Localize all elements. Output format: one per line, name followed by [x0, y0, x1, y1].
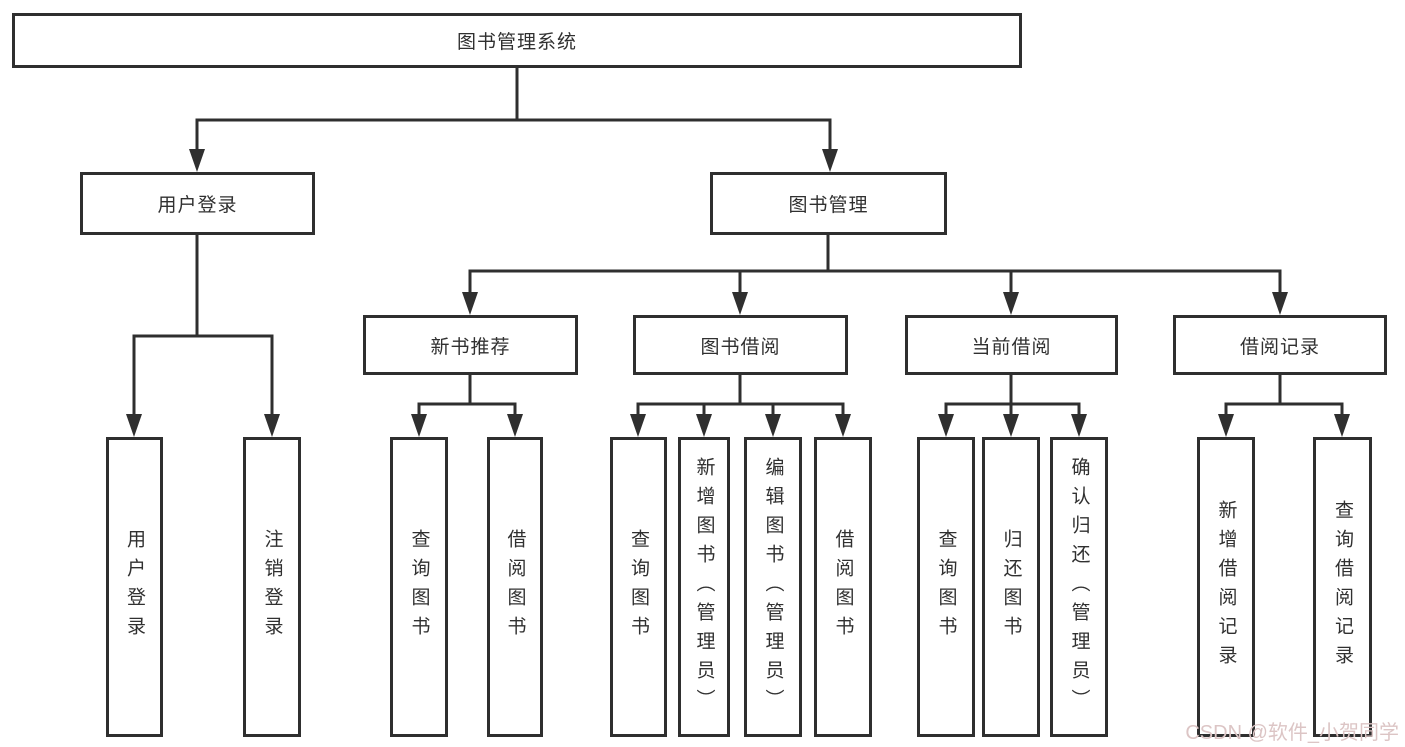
leaf-query-books-1-label: 查询图书	[408, 529, 430, 645]
leaf-query-borrow-record-label: 查询借阅记录	[1332, 500, 1353, 674]
leaf-query-books-3: 查询图书	[917, 437, 975, 737]
node-current-borrowing: 当前借阅	[905, 315, 1118, 375]
leaf-edit-books-admin-label: 编辑图书（管理员）	[762, 456, 784, 718]
node-new-book-recommend-label: 新书推荐	[430, 336, 511, 358]
node-book-borrowing: 图书借阅	[633, 315, 848, 375]
leaf-query-books-2-label: 查询图书	[628, 529, 649, 645]
leaf-confirm-return-admin: 确认归还（管理员）	[1050, 437, 1108, 737]
leaf-borrow-books-1-label: 借阅图书	[504, 529, 526, 645]
leaf-add-books-admin-label: 新增图书（管理员）	[693, 456, 715, 718]
leaf-logout-label: 注销登录	[261, 529, 283, 645]
node-book-management: 图书管理	[710, 172, 947, 235]
node-library-system: 图书管理系统	[12, 13, 1022, 68]
leaf-add-borrow-record-label: 新增借阅记录	[1215, 500, 1237, 674]
leaf-return-books: 归还图书	[982, 437, 1040, 737]
node-library-system-label: 图书管理系统	[456, 32, 577, 53]
csdn-watermark: CSDN @软件_小贺同学	[1185, 722, 1399, 744]
node-new-book-recommend: 新书推荐	[363, 315, 578, 375]
node-user-login: 用户登录	[80, 172, 315, 235]
leaf-query-books-2: 查询图书	[610, 437, 667, 737]
leaf-user-login: 用户登录	[106, 437, 163, 737]
node-book-borrowing-label: 图书借阅	[700, 336, 781, 358]
leaf-add-borrow-record: 新增借阅记录	[1197, 437, 1255, 737]
node-user-login-label: 用户登录	[157, 195, 238, 216]
leaf-query-books-3-label: 查询图书	[935, 529, 957, 645]
leaf-borrow-books-2-label: 借阅图书	[832, 529, 854, 645]
leaf-return-books-label: 归还图书	[1000, 529, 1022, 645]
leaf-user-login-label: 用户登录	[124, 529, 145, 645]
node-borrowing-records: 借阅记录	[1173, 315, 1387, 375]
leaf-confirm-return-admin-label: 确认归还（管理员）	[1068, 456, 1090, 718]
leaf-query-books-1: 查询图书	[390, 437, 448, 737]
leaf-logout: 注销登录	[243, 437, 301, 737]
node-book-management-label: 图书管理	[788, 195, 869, 216]
leaf-borrow-books-2: 借阅图书	[814, 437, 872, 737]
leaf-borrow-books-1: 借阅图书	[487, 437, 543, 737]
leaf-query-borrow-record: 查询借阅记录	[1313, 437, 1372, 737]
leaf-edit-books-admin: 编辑图书（管理员）	[744, 437, 802, 737]
leaf-add-books-admin: 新增图书（管理员）	[678, 437, 730, 737]
node-current-borrowing-label: 当前借阅	[971, 336, 1052, 358]
node-borrowing-records-label: 借阅记录	[1239, 336, 1320, 358]
